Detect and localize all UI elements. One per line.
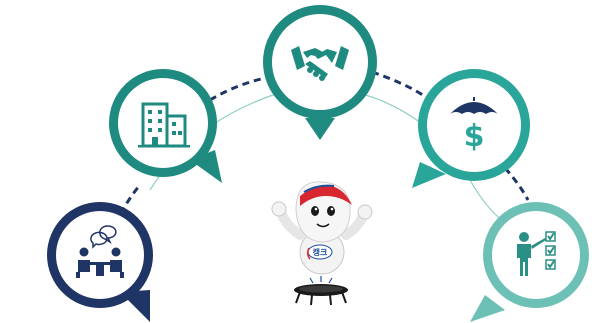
mascot-on-trampoline-icon: 캥크 xyxy=(271,181,373,306)
node-planning-pointer xyxy=(470,295,505,322)
dollar-umbrella-icon: $ xyxy=(450,97,498,154)
node-finance-pointer xyxy=(412,162,446,188)
meeting-icon xyxy=(76,225,124,278)
node-consulting xyxy=(47,202,153,322)
presenter-checklist-icon xyxy=(517,231,556,276)
node-finance-face xyxy=(427,78,521,172)
node-corporate-face xyxy=(118,78,208,168)
arc-segment-3 xyxy=(371,70,431,102)
mascot-badge-text: 캥크 xyxy=(313,247,328,257)
node-consulting-face xyxy=(56,211,144,299)
svg-text:$: $ xyxy=(464,119,485,154)
node-planning-face xyxy=(492,211,580,299)
node-partnership-pointer xyxy=(305,118,335,140)
arc-segment-4 xyxy=(503,167,530,201)
handshake-icon xyxy=(291,46,349,81)
arc-segment-2 xyxy=(209,76,266,102)
node-partnership-face xyxy=(272,14,368,110)
node-planning xyxy=(470,202,589,322)
node-finance: $ xyxy=(412,69,530,188)
building-icon xyxy=(138,102,190,148)
node-partnership xyxy=(263,5,377,140)
node-corporate xyxy=(109,69,222,183)
